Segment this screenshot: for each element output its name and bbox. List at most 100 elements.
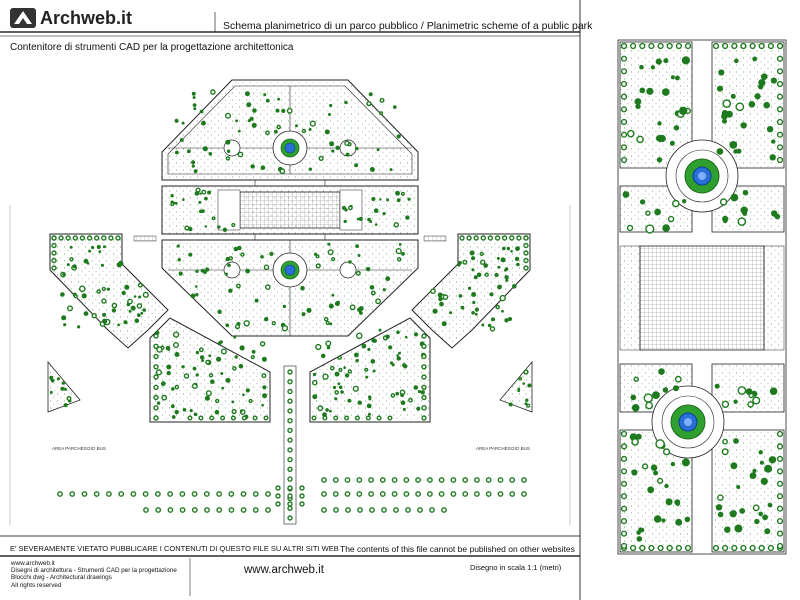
tree-ring	[333, 507, 339, 513]
tree-ring	[722, 99, 732, 108]
tree	[630, 394, 637, 401]
tree-ring	[66, 305, 73, 312]
tree-ring	[79, 285, 86, 293]
tree-ring	[248, 398, 253, 404]
tree	[371, 196, 376, 202]
tree	[391, 363, 395, 367]
tree-ring	[397, 257, 402, 262]
tree	[295, 124, 298, 128]
tree	[244, 91, 250, 97]
tree-ring	[352, 385, 359, 392]
tree-ring	[287, 437, 293, 443]
tree-ring	[209, 415, 215, 421]
tree	[332, 385, 337, 390]
tree-ring	[731, 544, 738, 552]
tree-ring	[391, 477, 398, 483]
tree-ring	[629, 42, 637, 50]
tree	[673, 385, 679, 392]
tree-ring	[299, 501, 305, 507]
tree	[717, 511, 724, 518]
tree	[759, 460, 764, 465]
tree-ring	[153, 353, 159, 360]
tree	[130, 305, 136, 311]
tree-ring	[509, 491, 516, 497]
tree-ring	[167, 507, 174, 513]
tree	[647, 486, 655, 494]
tree	[675, 75, 680, 81]
tree	[768, 456, 777, 464]
tree-ring	[712, 544, 720, 552]
tree	[222, 227, 228, 232]
tree	[734, 58, 739, 64]
tree	[681, 458, 690, 467]
tree-ring	[191, 507, 198, 513]
tree	[662, 224, 670, 232]
tree-ring	[776, 468, 784, 475]
tree-ring	[631, 438, 639, 446]
tree	[228, 288, 233, 293]
tree-ring	[86, 235, 93, 241]
tree	[240, 409, 243, 413]
tree	[525, 398, 529, 402]
tree	[204, 395, 210, 401]
tree-ring	[620, 42, 628, 50]
tree	[715, 504, 723, 511]
tree	[770, 77, 778, 84]
tree	[491, 317, 495, 322]
tree	[175, 150, 179, 155]
tree	[200, 268, 205, 273]
tree-ring	[174, 384, 180, 390]
tree	[238, 363, 244, 369]
tree	[191, 91, 196, 96]
tree	[72, 264, 77, 269]
tree-ring	[287, 466, 293, 472]
tree	[356, 217, 360, 221]
tree-ring	[318, 155, 324, 161]
tree-ring	[329, 365, 335, 371]
tree	[300, 286, 305, 291]
tree	[179, 138, 184, 142]
tree-ring	[153, 384, 159, 390]
tree-ring	[487, 235, 494, 241]
tree-ring	[357, 507, 363, 513]
tree-ring	[311, 415, 317, 421]
tree	[348, 260, 352, 264]
tree	[396, 356, 401, 361]
tree-ring	[620, 455, 628, 463]
tree	[69, 245, 73, 249]
tree	[376, 148, 380, 152]
tree-ring	[252, 491, 259, 497]
tree	[312, 372, 317, 377]
tree	[401, 252, 405, 256]
tree-ring	[620, 93, 628, 100]
tree	[438, 297, 443, 302]
tree	[231, 400, 235, 404]
tree	[522, 382, 525, 385]
tree-ring	[156, 346, 163, 353]
tree-ring	[521, 491, 527, 497]
tree	[331, 149, 335, 153]
tree-ring	[674, 375, 682, 383]
tree	[88, 249, 92, 253]
tree-ring	[421, 343, 427, 349]
tree	[639, 64, 644, 70]
detail-plaza-side-left	[619, 245, 641, 351]
tree	[166, 370, 171, 376]
tree-ring	[379, 111, 384, 116]
tree	[337, 300, 340, 304]
footer-site-link[interactable]: www.archweb.it	[244, 564, 324, 576]
tree	[471, 292, 477, 297]
tree	[176, 244, 180, 248]
tree-ring	[106, 491, 112, 497]
tree	[192, 96, 196, 99]
tree-ring	[322, 373, 329, 380]
tree-ring	[143, 507, 149, 513]
tree-ring	[776, 480, 784, 487]
tree	[395, 391, 400, 396]
tree-ring	[347, 369, 352, 374]
tree	[250, 164, 255, 169]
tree-ring	[684, 544, 692, 552]
tree-ring	[167, 491, 174, 497]
tree-ring	[672, 199, 680, 208]
tree-ring	[405, 507, 411, 513]
